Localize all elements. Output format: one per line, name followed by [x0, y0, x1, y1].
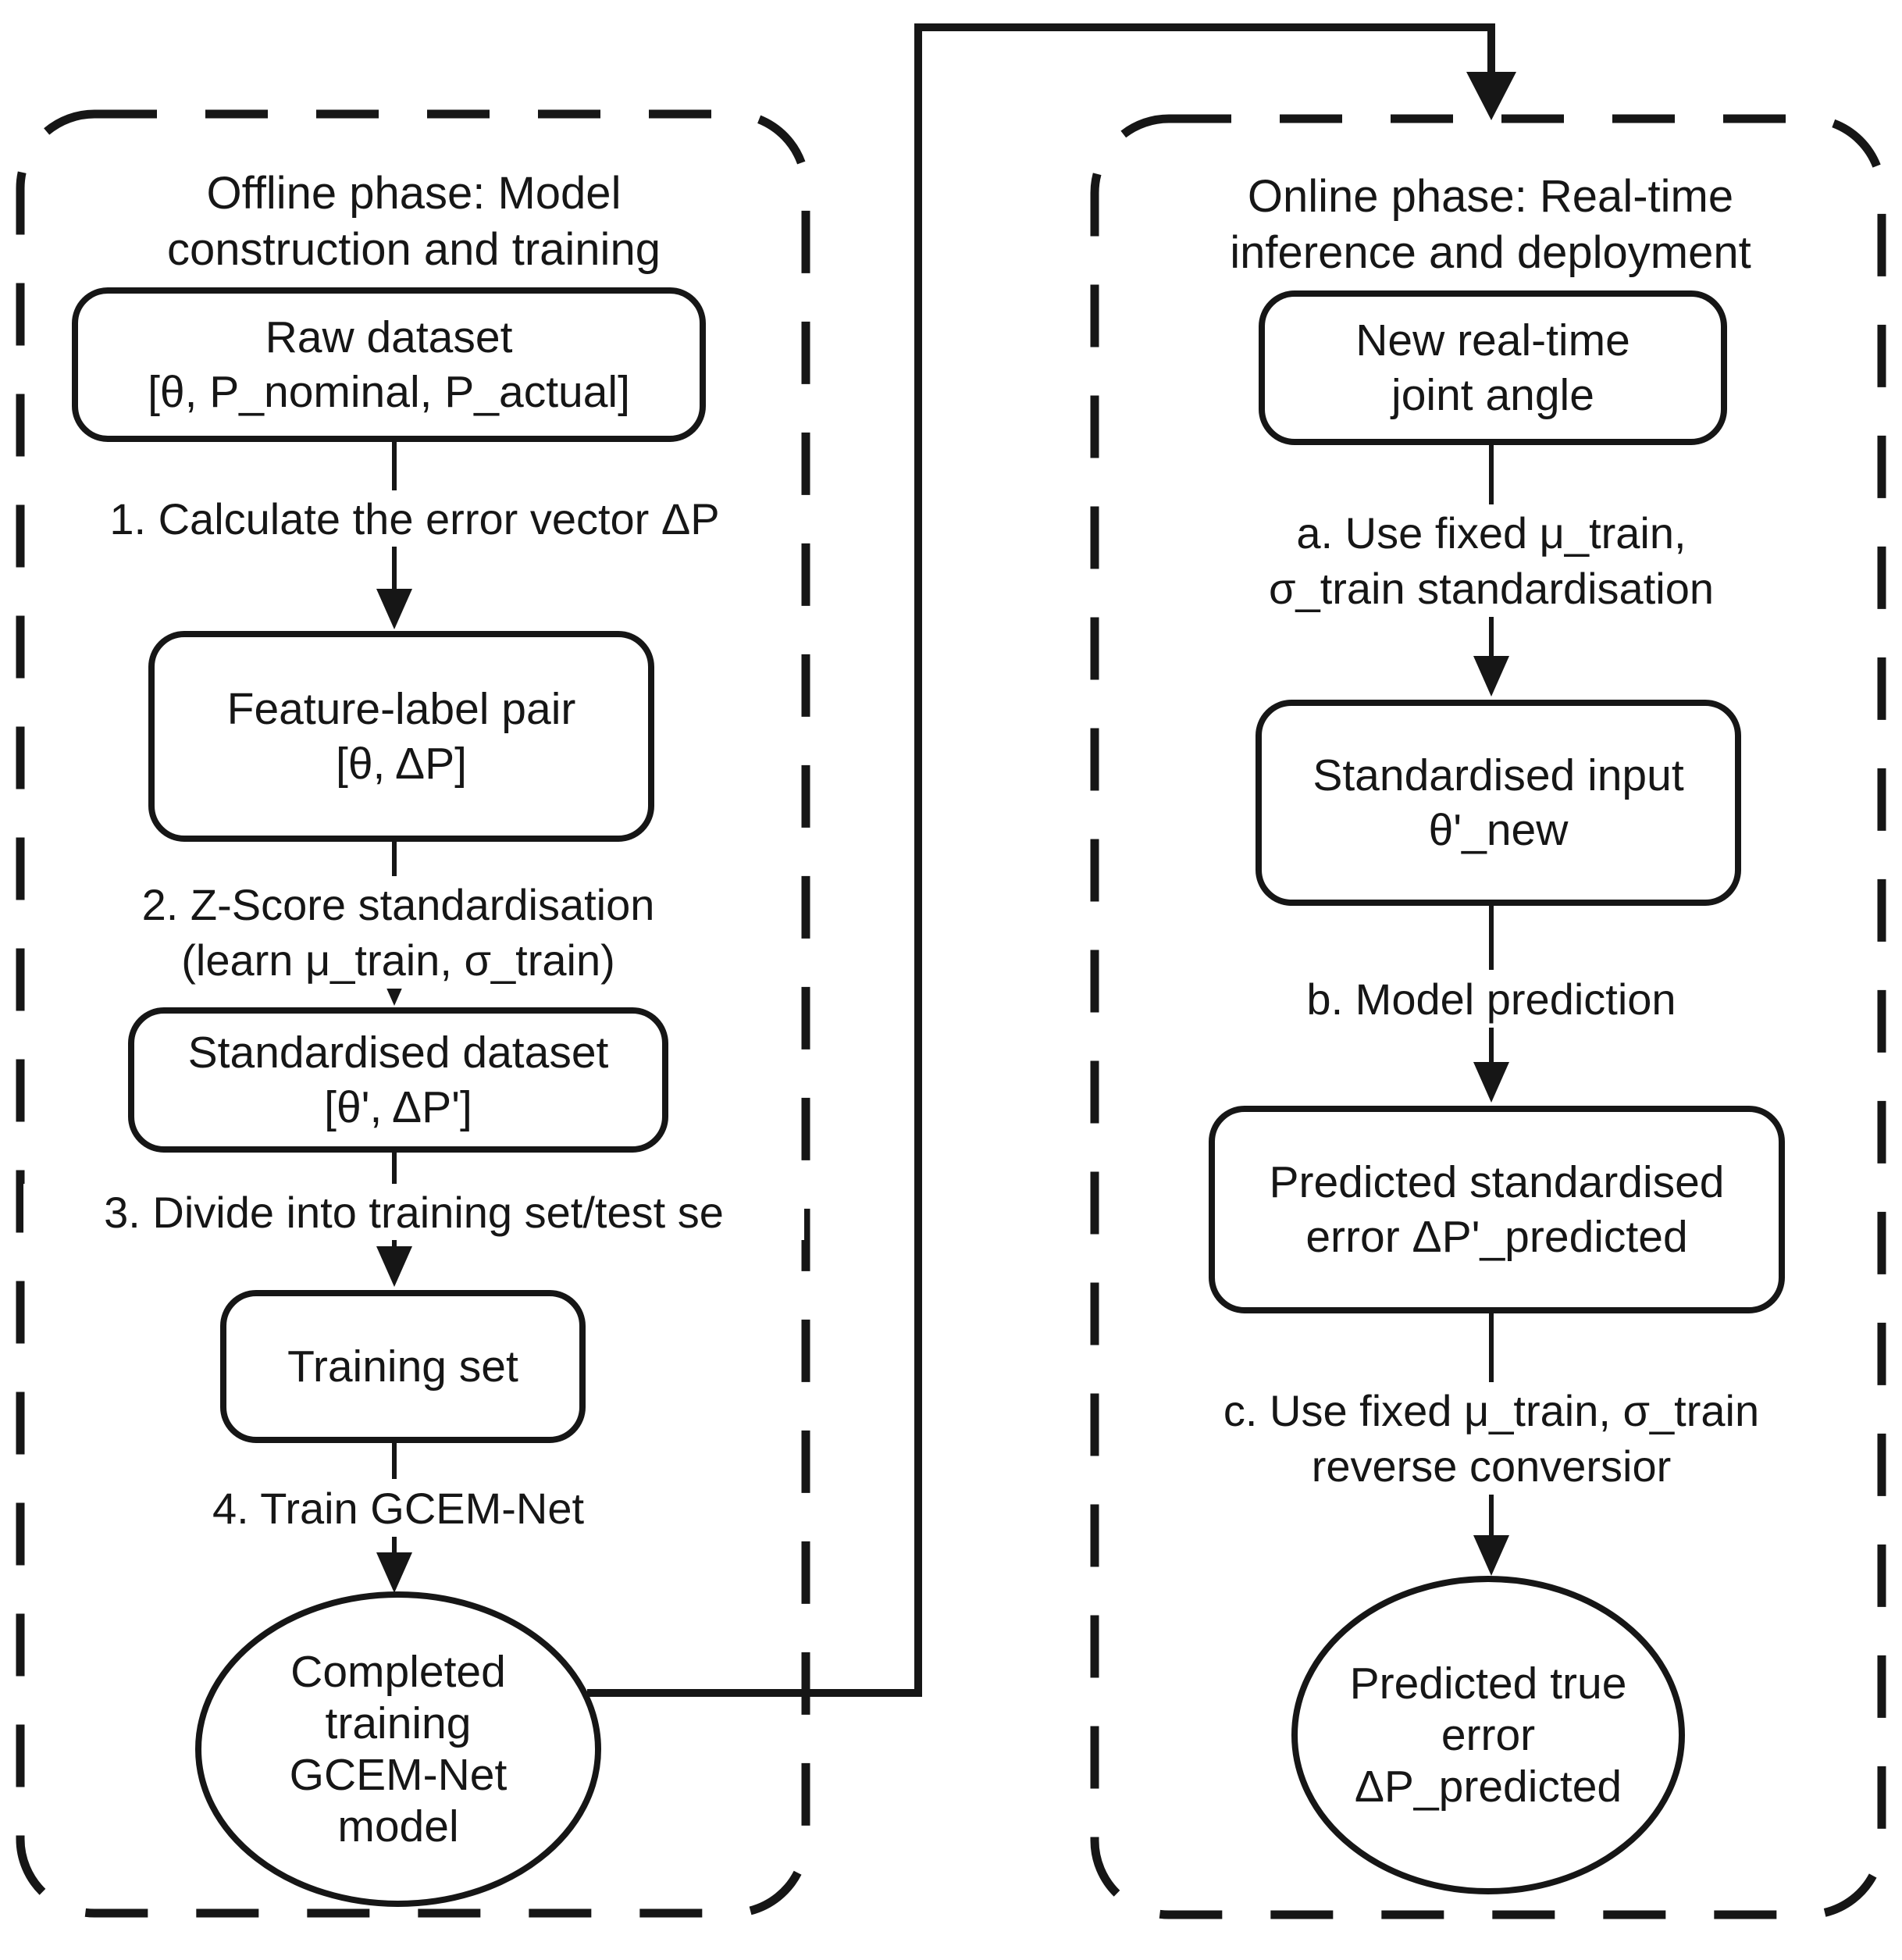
step-2-label: 2. Z-Score standardisation (learn μ_trai… [125, 876, 671, 989]
offline-panel-title: Offline phase: Model construction and tr… [167, 168, 661, 275]
node-training-set: Training set [220, 1290, 586, 1443]
node-raw-dataset: Raw dataset [θ, P_nominal, P_actual] [72, 287, 706, 442]
completed-model-ellipse [195, 1591, 601, 1907]
node-new-joint-angle: New real-time joint angle [1259, 290, 1727, 445]
arrow-down-icon [376, 589, 412, 629]
node-standardised-input: Standardised input θ'_new [1256, 700, 1741, 906]
model-transfer-connector [587, 23, 1495, 1697]
predicted-error-ellipse [1291, 1576, 1685, 1894]
arrow-down-icon [1473, 1062, 1509, 1103]
arrow-down-icon [376, 1552, 412, 1593]
step-4-label: 4. Train GCEM-Net [156, 1479, 640, 1537]
node-feature-label-pair: Feature-label pair [θ, ΔP] [148, 631, 654, 842]
arrow-down-icon [1473, 656, 1509, 697]
step-a-label: a. Use fixed μ_train, σ_train standardis… [1156, 504, 1827, 617]
node-standardised-dataset: Standardised dataset [θ', ΔP'] [128, 1007, 668, 1153]
step-c-label: c. Use fixed μ_train, σ_train reverse co… [1132, 1382, 1850, 1495]
offline-panel-border [16, 109, 810, 1918]
node-predicted-standardised-error: Predicted standardised error ΔP'_predict… [1209, 1106, 1785, 1313]
online-panel-border [1090, 114, 1886, 1919]
node-completed-gcem-net-model: Completed training GCEM-Net model [289, 1647, 508, 1851]
arrow-down-icon [376, 1246, 412, 1287]
step-b-label: b. Model prediction [1187, 970, 1796, 1028]
node-predicted-true-error: Predicted true error ΔP_predicted [1349, 1659, 1627, 1812]
step-1-label: 1. Calculate the error vector ΔP [28, 490, 801, 547]
model-transfer-arrowhead-icon [1466, 72, 1516, 120]
online-panel-title: Online phase: Real-time inference and de… [1230, 171, 1751, 278]
arrow-down-icon [1473, 1535, 1509, 1576]
step-3-label: 3. Divide into training set/test se [23, 1184, 804, 1240]
